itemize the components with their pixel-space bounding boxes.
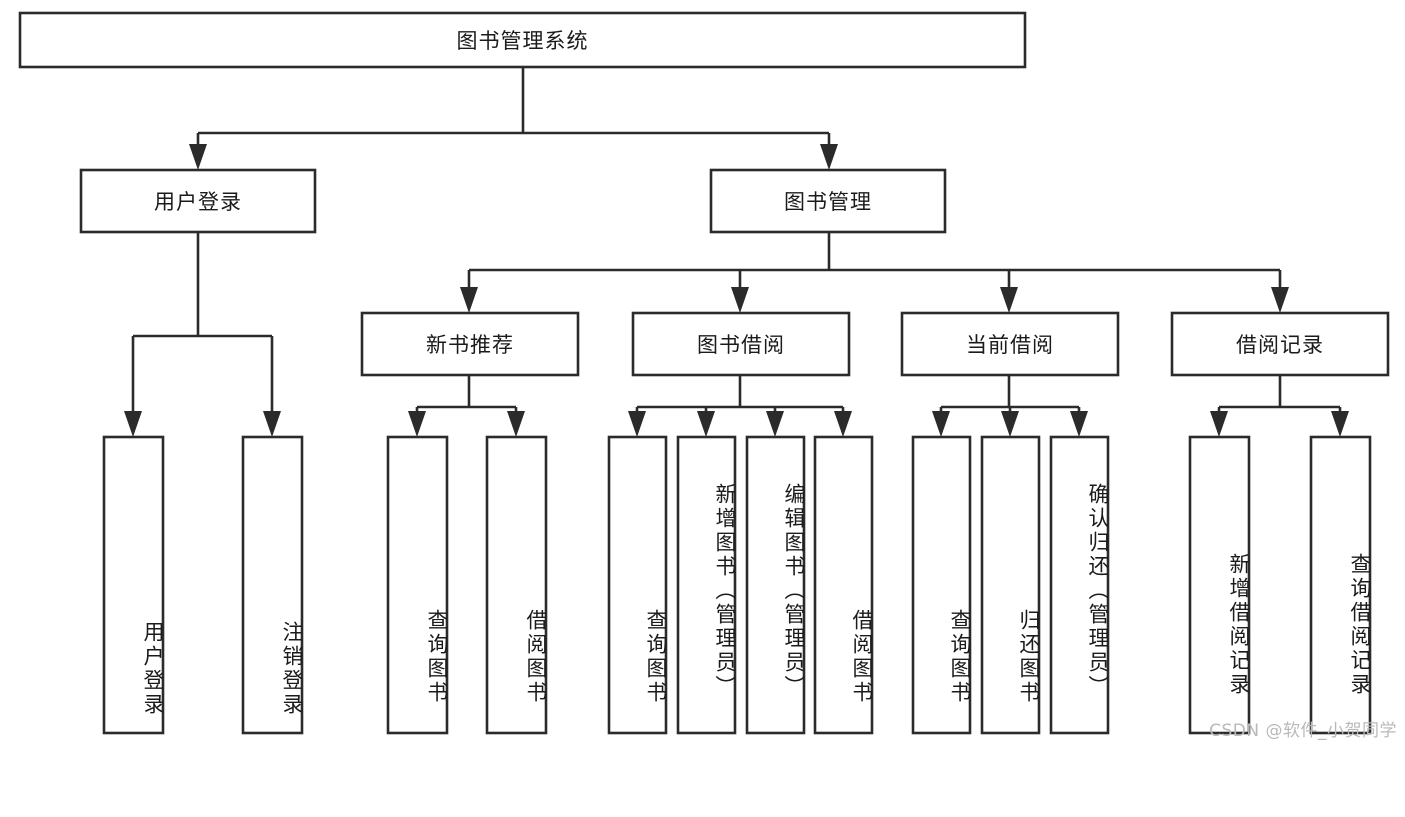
node-box-leaf-query-book-2[interactable] (607, 435, 668, 735)
arrow-to-leaf-edit-book (766, 411, 784, 437)
node-box-leaf-borrow-book-1[interactable] (485, 435, 548, 735)
node-box-book-management[interactable] (709, 168, 947, 234)
node-box-leaf-query-book-1[interactable] (386, 435, 449, 735)
arrow-to-leaf-borrow-book-1 (507, 411, 525, 437)
arrow-to-leaf-confirm-return (1070, 411, 1088, 437)
arrow-to-current-borrow (1000, 287, 1018, 313)
arrow-to-leaf-add-record (1210, 411, 1228, 437)
node-box-leaf-user-login[interactable] (102, 435, 165, 735)
hierarchy-diagram-svg (18, 11, 1390, 735)
node-box-leaf-query-book-3[interactable] (911, 435, 972, 735)
node-box-current-borrow[interactable] (900, 311, 1120, 377)
arrow-to-leaf-query-record (1331, 411, 1349, 437)
node-box-root[interactable] (18, 11, 1027, 69)
arrow-to-leaf-user-logout (263, 411, 281, 437)
node-box-leaf-user-logout[interactable] (241, 435, 304, 735)
node-box-book-borrow[interactable] (631, 311, 851, 377)
arrow-to-borrow-record (1271, 287, 1289, 313)
diagram-canvas-root: 图书管理系统 用户登录 图书管理 新书推荐 图书借阅 当前借阅 借阅记录 用户登… (18, 11, 1397, 741)
node-box-borrow-record[interactable] (1170, 311, 1390, 377)
arrow-to-new-book-recommend (460, 287, 478, 313)
node-box-leaf-return-book[interactable] (980, 435, 1041, 735)
arrow-to-user-login (189, 144, 207, 170)
node-box-leaf-query-record[interactable] (1309, 435, 1372, 735)
node-box-leaf-confirm-return[interactable] (1049, 435, 1110, 735)
arrow-to-leaf-add-book (697, 411, 715, 437)
arrow-to-leaf-return-book (1001, 411, 1019, 437)
arrow-to-leaf-borrow-book-2 (834, 411, 852, 437)
node-box-leaf-borrow-book-2[interactable] (813, 435, 874, 735)
node-box-new-book-recommend[interactable] (360, 311, 580, 377)
node-box-user-login[interactable] (79, 168, 317, 234)
node-box-leaf-add-book[interactable] (676, 435, 737, 735)
arrow-to-leaf-query-book-2 (628, 411, 646, 437)
arrow-to-leaf-query-book-1 (408, 411, 426, 437)
arrow-to-book-borrow (731, 287, 749, 313)
node-box-leaf-add-record[interactable] (1188, 435, 1251, 735)
arrow-to-leaf-query-book-3 (932, 411, 950, 437)
arrow-to-book-management (820, 144, 838, 170)
node-box-leaf-edit-book[interactable] (745, 435, 806, 735)
arrow-to-leaf-user-login (124, 411, 142, 437)
